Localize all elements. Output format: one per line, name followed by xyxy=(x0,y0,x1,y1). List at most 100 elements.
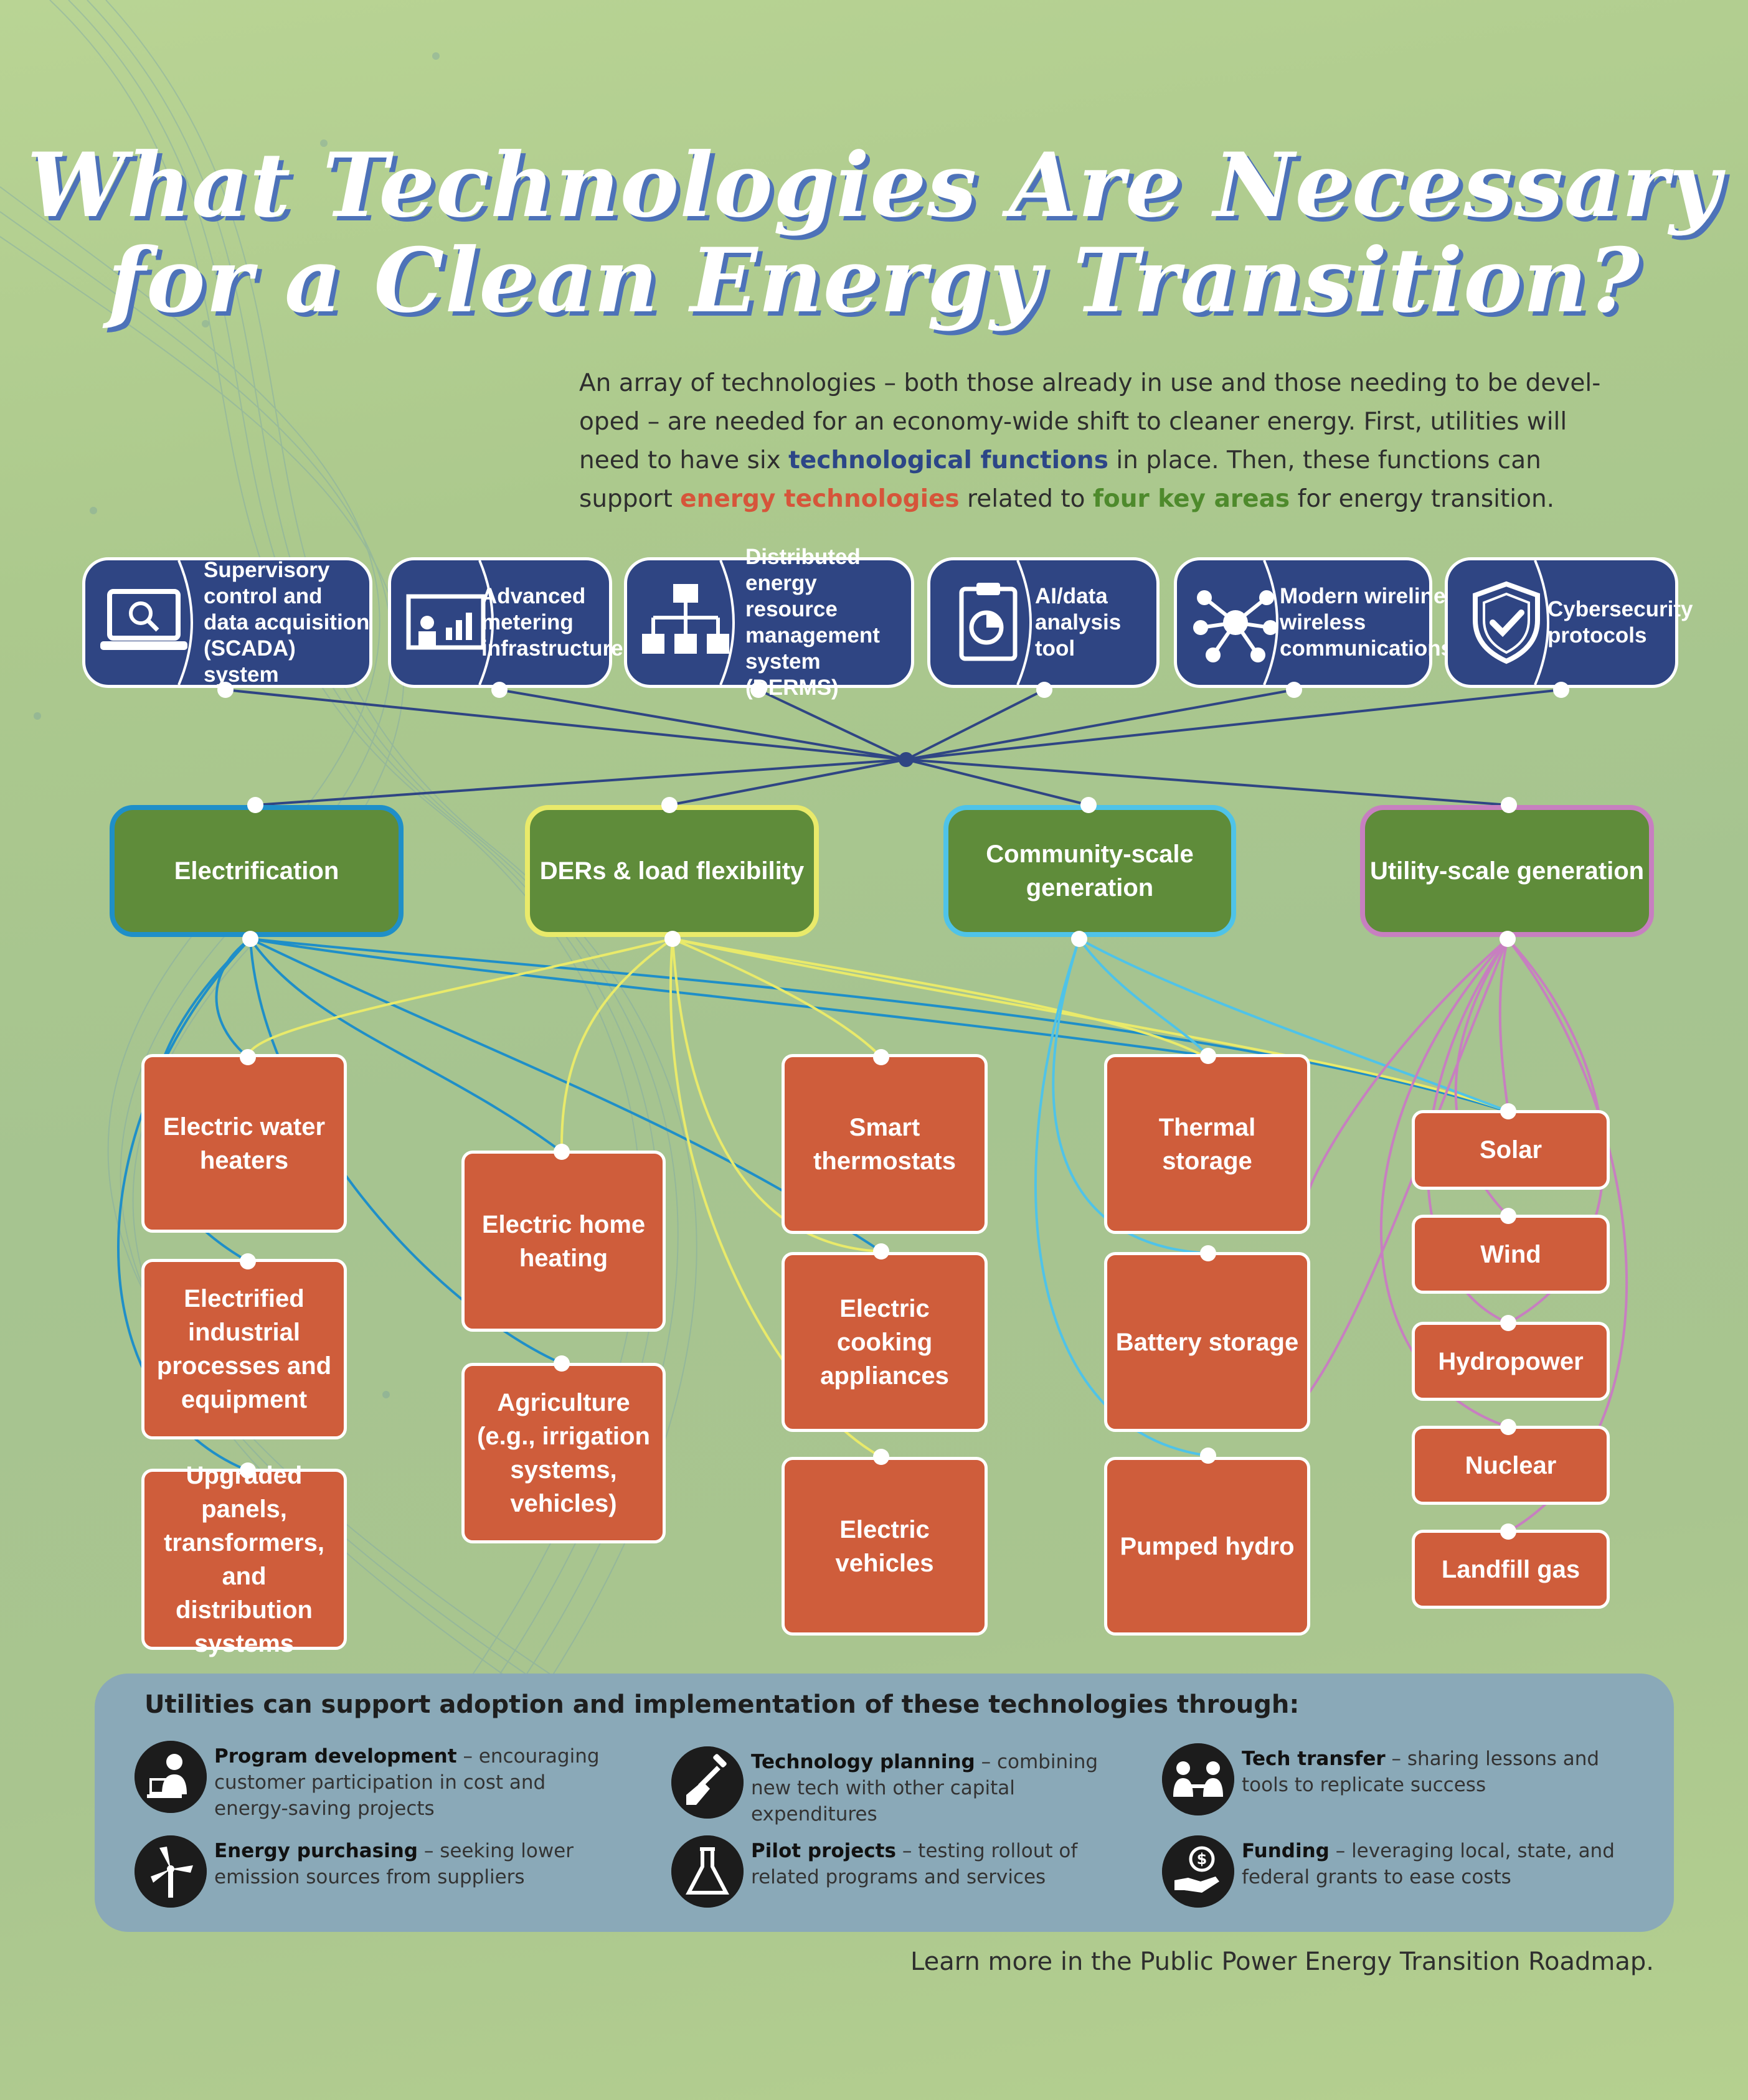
function-communications: Modern wireline/ wireless communications xyxy=(1174,557,1453,688)
function-ami: Advanced metering infrastructure xyxy=(388,557,623,688)
support-name: Funding xyxy=(1242,1840,1330,1862)
intro-text-3: related to xyxy=(967,485,1085,513)
connector-dot xyxy=(1500,1315,1516,1331)
intro-highlight-functions: technological functions xyxy=(788,446,1108,474)
tech-agriculture: Agriculture (e.g., irrigation systems, v… xyxy=(461,1363,666,1543)
connector-dot xyxy=(242,931,258,947)
connector-dot xyxy=(1080,797,1097,813)
support-desc: – leveraging local, state, and federal g… xyxy=(1242,1840,1615,1888)
connector-dot xyxy=(1500,1208,1516,1224)
intro-text-4: for energy transition. xyxy=(1297,485,1555,513)
function-derms: Distributed energy resource management s… xyxy=(624,545,914,700)
footer-note: Learn more in the Public Power Energy Tr… xyxy=(910,1947,1654,1976)
function-label: AI/data analysis tool xyxy=(1035,584,1122,661)
tech-electric-cooking: Electric cooking appliances xyxy=(782,1252,988,1432)
svg-text:$: $ xyxy=(1197,1850,1207,1868)
tech-electric-vehicles: Electric vehicles xyxy=(782,1457,988,1636)
tech-solar: Solar xyxy=(1412,1110,1610,1190)
people-exchange-icon xyxy=(1162,1743,1234,1815)
support-name: Pilot projects xyxy=(751,1840,896,1862)
intro-highlight-areas: four key areas xyxy=(1092,485,1290,513)
page-title-line-1: What Technologies Are Necessary xyxy=(27,134,1721,237)
shovel-icon xyxy=(671,1746,744,1819)
support-title: Utilities can support adoption and imple… xyxy=(144,1690,1300,1719)
connector-dot xyxy=(217,682,234,698)
function-label: Supervisory control and data acquisition… xyxy=(204,558,370,687)
area-utility-generation: Utility-scale generation xyxy=(1360,805,1654,937)
connector-dot xyxy=(1200,1448,1216,1464)
function-label: Modern wireline/ wireless communications xyxy=(1280,584,1453,661)
connector-dot xyxy=(1501,797,1517,813)
hand-dollar-icon: $ xyxy=(1162,1835,1234,1908)
tech-nuclear: Nuclear xyxy=(1412,1426,1610,1505)
intro-highlight-energy: energy technologies xyxy=(680,485,960,513)
support-panel xyxy=(95,1674,1674,1932)
function-ai: AI/data analysis tool xyxy=(927,557,1160,688)
support-name: Technology planning xyxy=(751,1751,975,1773)
connector-dot xyxy=(1200,1048,1216,1064)
connector-dot xyxy=(661,797,678,813)
connector-dot xyxy=(554,1144,570,1160)
support-name: Tech transfer xyxy=(1242,1748,1386,1770)
connector-dot xyxy=(1500,931,1516,947)
connector-dot xyxy=(1553,682,1569,698)
tech-pumped-hydro: Pumped hydro xyxy=(1104,1457,1310,1636)
support-desc: – encouraging customer participation in … xyxy=(214,1745,600,1820)
support-name: Energy purchasing xyxy=(214,1840,418,1862)
connector-dot xyxy=(750,682,767,698)
connector-dot xyxy=(873,1449,889,1465)
connector-dot xyxy=(1071,931,1087,947)
network-hub-icon xyxy=(1193,590,1278,662)
function-scada: Supervisory control and data acquisition… xyxy=(82,557,372,688)
area-community-generation: Community-scale generation xyxy=(943,805,1236,937)
function-cybersecurity: Cybersecurity protocols xyxy=(1445,557,1693,688)
tech-hydropower: Hydropower xyxy=(1412,1322,1610,1401)
function-label: Advanced metering infrastructure xyxy=(481,584,623,661)
hierarchy-icon xyxy=(642,584,729,654)
function-label: Cybersecurity protocols xyxy=(1547,597,1693,647)
tech-electrified-industrial: Electrified industrial processes and equ… xyxy=(141,1259,347,1439)
connector-dot xyxy=(240,1049,256,1065)
connector-dot xyxy=(1500,1419,1516,1435)
intro-paragraph: An array of technologies – both those al… xyxy=(579,364,1619,519)
connector-dot xyxy=(240,1462,256,1479)
laptop-search-icon xyxy=(100,589,187,650)
intro-text-2: in place. Then, these functions can supp… xyxy=(579,446,1541,513)
connector-dot xyxy=(491,682,508,698)
tech-thermal-storage: Thermal storage xyxy=(1104,1054,1310,1234)
connector-dot xyxy=(1200,1245,1216,1261)
support-name: Program development xyxy=(214,1745,457,1768)
tech-wind: Wind xyxy=(1412,1215,1610,1294)
connector-dot xyxy=(554,1355,570,1372)
tech-landfill-gas: Landfill gas xyxy=(1412,1530,1610,1609)
person-laptop-icon xyxy=(135,1741,207,1813)
clipboard-chart-icon xyxy=(959,583,1018,661)
tech-electric-water-heaters: Electric water heaters xyxy=(141,1054,347,1233)
tech-upgraded-panels: Upgraded panels, transformers, and distr… xyxy=(141,1462,347,1657)
support-desc: – combining new tech with other capital … xyxy=(751,1751,1098,1825)
connector-dot xyxy=(1286,682,1302,698)
tech-electric-home-heating: Electric home heating xyxy=(461,1151,666,1332)
area-ders: DERs & load flexibility xyxy=(525,805,819,937)
page-title-line-2: for a Clean Energy Transition? xyxy=(107,229,1641,332)
support-desc: – sharing lessons and tools to replicate… xyxy=(1242,1748,1600,1796)
support-desc: – testing rollout of related programs an… xyxy=(751,1840,1078,1888)
connector-dot xyxy=(873,1243,889,1260)
wind-turbine-icon xyxy=(135,1835,207,1908)
function-label: Distributed energy resource management s… xyxy=(745,545,880,700)
presentation-chart-icon xyxy=(406,594,486,650)
tech-battery-storage: Battery storage xyxy=(1104,1252,1310,1432)
connector-dot xyxy=(664,931,681,947)
connector-dot xyxy=(1500,1103,1516,1119)
shield-check-icon xyxy=(1473,581,1540,664)
connector-dot xyxy=(1036,682,1052,698)
connector-dot xyxy=(247,797,263,813)
support-desc: – seeking lower emission sources from su… xyxy=(214,1840,574,1888)
connector-dot xyxy=(1500,1523,1516,1540)
flask-icon xyxy=(671,1835,744,1908)
intro-text-1: An array of technologies – both those al… xyxy=(579,369,1601,474)
connector-dot xyxy=(873,1049,889,1065)
tech-smart-thermostats: Smart thermostats xyxy=(782,1054,988,1234)
area-electrification: Electrification xyxy=(110,805,404,937)
connector-dot xyxy=(240,1253,256,1269)
